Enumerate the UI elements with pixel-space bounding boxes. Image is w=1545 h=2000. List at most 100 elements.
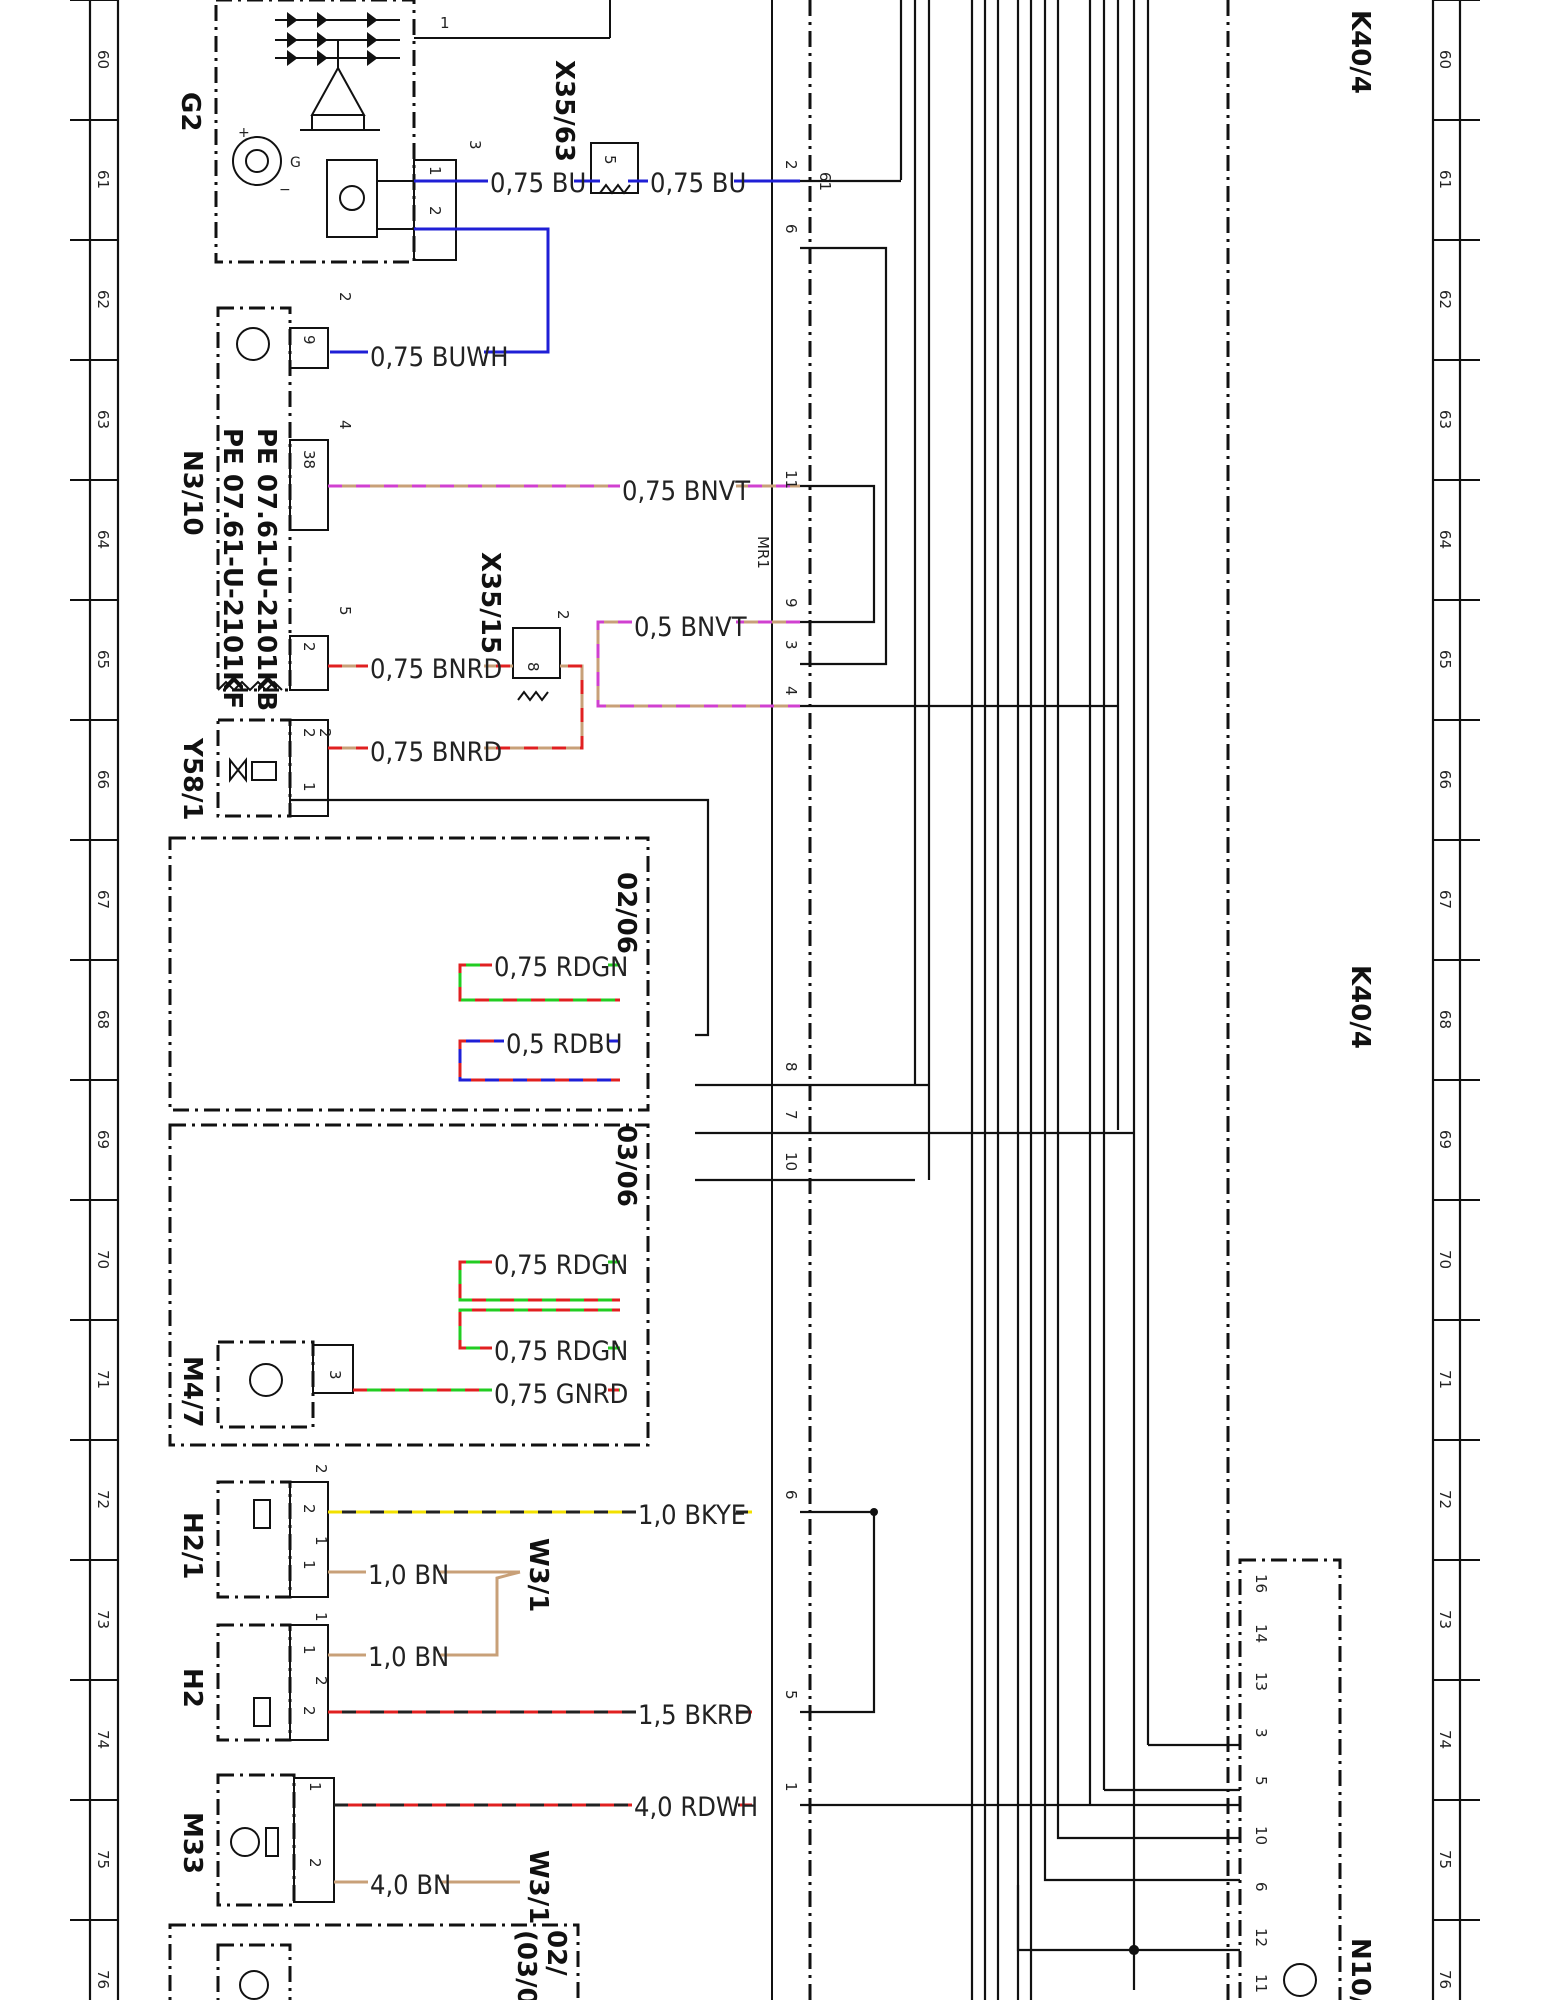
svg-text:1: 1 bbox=[782, 1782, 800, 1792]
k40-pins: 2 61 6 11 9 3 4 8 7 10 6 5 1 bbox=[782, 160, 834, 1792]
lamp-icon bbox=[253, 1697, 271, 1727]
n10-branches bbox=[1016, 1743, 1240, 1990]
svg-text:M4/7: M4/7 bbox=[177, 1356, 207, 1428]
wire-stripe-w8 bbox=[458, 963, 620, 1002]
svg-text:12: 12 bbox=[1252, 1928, 1270, 1947]
svg-text:2: 2 bbox=[782, 160, 800, 170]
wire-label: 0,75 BU bbox=[490, 168, 586, 199]
sensor-icon bbox=[239, 1970, 269, 2000]
svg-text:X35/15: X35/15 bbox=[475, 552, 505, 654]
ruler-number: 63 bbox=[1436, 410, 1454, 429]
lamp-icon bbox=[253, 1499, 271, 1529]
svg-text:02/06: 02/06 bbox=[611, 872, 641, 954]
wire-label: 0,75 GNRD bbox=[494, 1379, 628, 1410]
wire-stripe-w9 bbox=[458, 1039, 620, 1082]
wire-layer bbox=[328, 179, 1134, 1884]
ruler-number: 67 bbox=[1436, 890, 1454, 909]
wire-label: 0,5 RDBU bbox=[506, 1029, 622, 1060]
svg-text:1: 1 bbox=[440, 14, 450, 32]
wire-label: 1,5 BKRD bbox=[638, 1700, 753, 1731]
w3-1-label-a: W3/1 bbox=[523, 1538, 553, 1612]
ruler-number: 71 bbox=[1436, 1370, 1454, 1389]
svg-text:8: 8 bbox=[524, 662, 542, 672]
x35-15-connector: X35/15 2 8 bbox=[475, 552, 572, 702]
svg-text:6: 6 bbox=[1252, 1882, 1270, 1892]
ruler-number: 61 bbox=[94, 170, 112, 189]
k40-wire bbox=[800, 246, 888, 666]
svg-text:1: 1 bbox=[312, 1536, 330, 1546]
ruler-number: 75 bbox=[1436, 1850, 1454, 1869]
k40-label-top: K40/4 bbox=[1345, 10, 1375, 94]
ruler-number: 72 bbox=[94, 1490, 112, 1509]
svg-text:2: 2 bbox=[312, 1464, 330, 1474]
mr1-label: MR1 bbox=[754, 536, 772, 569]
svg-text:02/: 02/ bbox=[541, 1930, 571, 1976]
w3-1-label-b: W3/1 bbox=[523, 1850, 553, 1924]
ruler-number: 67 bbox=[94, 890, 112, 909]
ruler-number: 74 bbox=[94, 1730, 112, 1749]
g2-label: G2 bbox=[175, 92, 205, 131]
ref-block-02-06: 02/06 bbox=[168, 836, 650, 1112]
svg-text:H2: H2 bbox=[177, 1668, 207, 1708]
svg-text:11: 11 bbox=[1252, 1974, 1270, 1993]
svg-text:N10/: N10/ bbox=[1345, 1938, 1375, 2000]
g2-alternator: + G − 1 3 1 2 G2 bbox=[175, 0, 611, 264]
wire-label: 0,75 RDGN bbox=[494, 952, 628, 983]
ruler-number: 76 bbox=[1436, 1970, 1454, 1989]
wire-label: 0,5 BNVT bbox=[634, 612, 747, 643]
wire-labels: 0,75 BU 0,75 BU 0,75 BUWH 0,75 BNVT 0,5 … bbox=[366, 166, 758, 1901]
svg-text:1: 1 bbox=[300, 782, 318, 792]
svg-text:1: 1 bbox=[426, 166, 444, 176]
wire-w3 bbox=[330, 227, 550, 354]
svg-text:1: 1 bbox=[300, 1645, 318, 1655]
m33-motor: M33 1 2 bbox=[177, 1773, 335, 1907]
wire-label: 4,0 RDWH bbox=[634, 1792, 758, 1823]
ruler-number: 65 bbox=[1436, 650, 1454, 669]
valve-icon bbox=[251, 761, 277, 781]
ruler-number: 60 bbox=[94, 50, 112, 69]
ruler-number: 68 bbox=[1436, 1010, 1454, 1029]
ruler-number: 70 bbox=[94, 1250, 112, 1269]
svg-text:13: 13 bbox=[1252, 1672, 1270, 1691]
n10-module: N10/ bbox=[1238, 1558, 1375, 2000]
ruler-number: 64 bbox=[94, 530, 112, 549]
svg-text:2: 2 bbox=[426, 206, 444, 216]
svg-text:1: 1 bbox=[306, 1782, 324, 1792]
ruler-number: 68 bbox=[94, 1010, 112, 1029]
ruler-number: 71 bbox=[94, 1370, 112, 1389]
svg-text:03/06: 03/06 bbox=[611, 1125, 641, 1207]
wire-label: 1,0 BN bbox=[368, 1642, 449, 1673]
wire-stripe-w11 bbox=[458, 1308, 620, 1350]
svg-text:9: 9 bbox=[300, 335, 318, 345]
svg-text:+: + bbox=[238, 125, 250, 141]
svg-text:H2/1: H2/1 bbox=[177, 1512, 207, 1579]
k40-wire bbox=[800, 1510, 876, 1714]
svg-text:(03/0: (03/0 bbox=[511, 1930, 541, 2000]
wire-label: 0,75 BNRD bbox=[370, 654, 502, 685]
wire-label: 1,0 BKYE bbox=[638, 1500, 746, 1531]
svg-text:1: 1 bbox=[312, 1612, 330, 1622]
wire-label: 0,75 BU bbox=[650, 168, 746, 199]
svg-text:7: 7 bbox=[782, 1110, 800, 1120]
svg-text:2: 2 bbox=[554, 610, 572, 620]
sensor-icon bbox=[236, 327, 270, 361]
wire-label: 1,0 BN bbox=[368, 1560, 449, 1591]
wire-label: 0,75 BUWH bbox=[370, 342, 509, 373]
wire-label: 4,0 BN bbox=[370, 1870, 451, 1901]
ruler-number: 69 bbox=[94, 1130, 112, 1149]
svg-text:38: 38 bbox=[300, 450, 318, 469]
ruler-number: 76 bbox=[94, 1970, 112, 1989]
svg-text:2: 2 bbox=[312, 1676, 330, 1686]
svg-text:PE 07.61-U-2101KB: PE 07.61-U-2101KB bbox=[251, 428, 281, 711]
junction-dot bbox=[870, 1508, 878, 1516]
svg-text:X35/63: X35/63 bbox=[549, 60, 579, 162]
wire-label: 0,75 RDGN bbox=[494, 1336, 628, 1367]
k40-label-mid: K40/4 bbox=[1345, 965, 1375, 1049]
svg-text:2: 2 bbox=[316, 728, 334, 738]
k40-wire bbox=[800, 484, 876, 624]
svg-text:Y58/1: Y58/1 bbox=[177, 737, 207, 821]
svg-text:2: 2 bbox=[300, 1706, 318, 1716]
